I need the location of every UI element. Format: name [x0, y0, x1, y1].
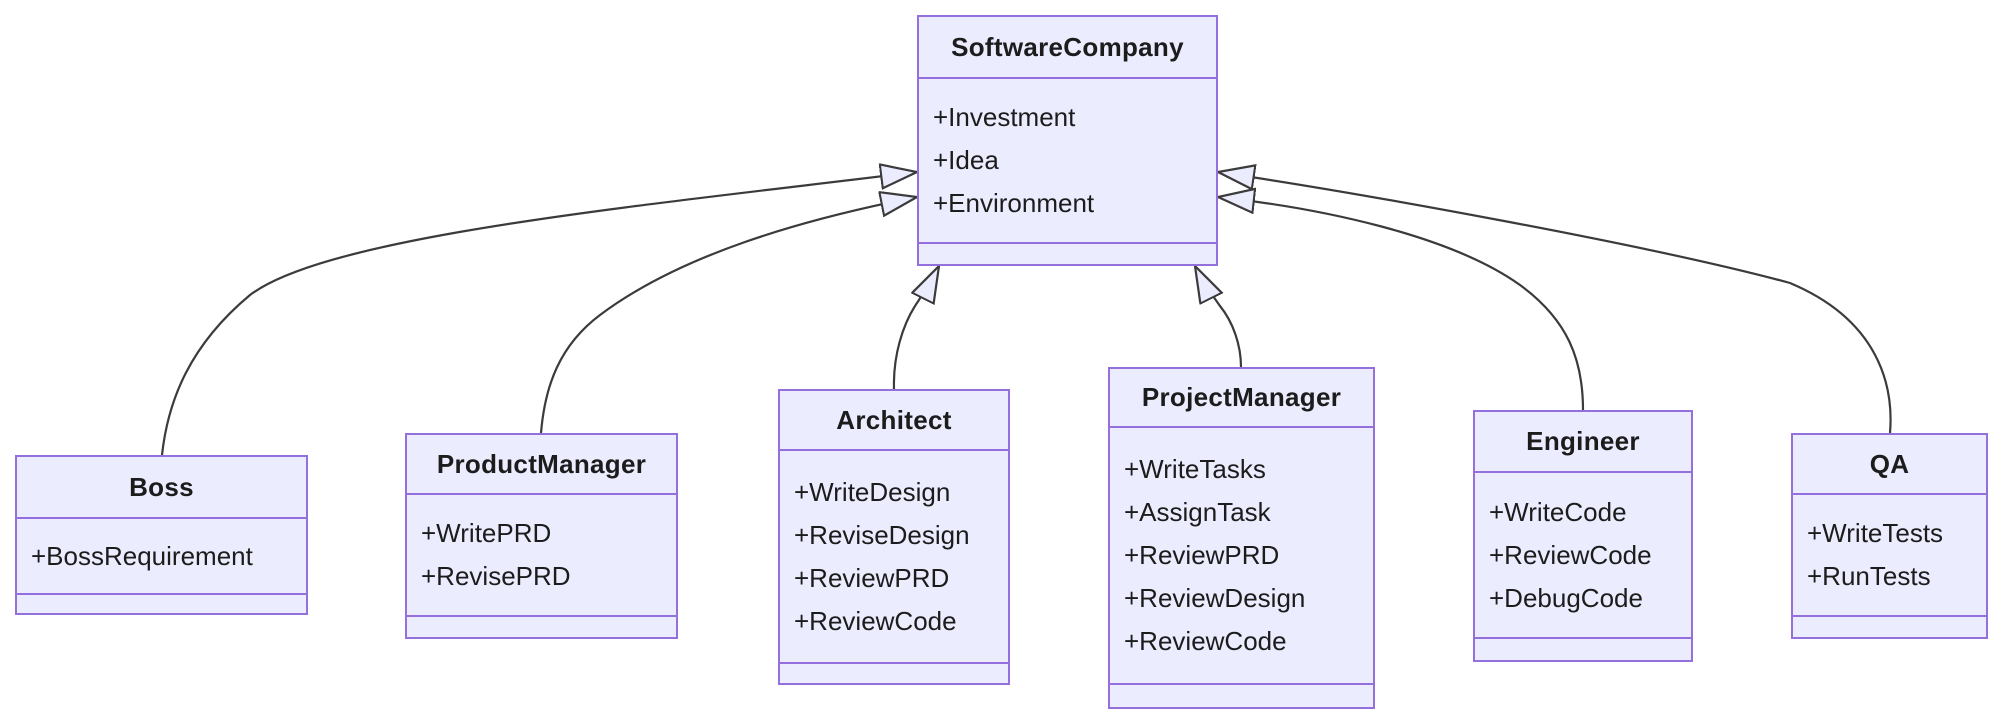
edge-productmanager-to-softwarecompany [539, 197, 917, 434]
attribute: +AssignTask [1124, 497, 1271, 527]
class-methods-empty [1793, 617, 1986, 637]
class-qa: QA +WriteTests +RunTests [1791, 433, 1988, 639]
class-methods-empty [919, 244, 1216, 264]
attribute: +ReviewCode [1124, 626, 1287, 656]
class-architect: Architect +WriteDesign +ReviseDesign +Re… [778, 389, 1010, 685]
class-boss: Boss +BossRequirement [15, 455, 308, 615]
class-attributes: +BossRequirement [17, 519, 306, 595]
edge-engineer-to-softwarecompany [1218, 197, 1585, 411]
class-attributes: +WriteDesign +ReviseDesign +ReviewPRD +R… [780, 451, 1008, 664]
edge-boss-to-softwarecompany [160, 172, 917, 456]
attribute: +WriteTests [1807, 518, 1944, 548]
edge-architect-to-softwarecompany [892, 266, 939, 390]
class-title: Architect [780, 391, 1008, 451]
edge-projectmanager-to-softwarecompany [1195, 266, 1243, 368]
attribute: +Idea [933, 145, 999, 175]
class-attributes: +WriteTests +RunTests [1793, 495, 1986, 617]
class-softwarecompany: SoftwareCompany +Investment +Idea +Envir… [917, 15, 1218, 266]
attribute: +RevisePRD [421, 561, 571, 591]
class-title: Engineer [1475, 412, 1691, 473]
attribute: +Environment [933, 188, 1095, 218]
attribute: +ReviewCode [1489, 539, 1652, 570]
class-title: Boss [17, 457, 306, 519]
class-projectmanager: ProjectManager +WriteTasks +AssignTask +… [1108, 367, 1375, 709]
class-title: SoftwareCompany [919, 17, 1216, 79]
attribute: +RunTests [1807, 561, 1931, 591]
class-title: ProductManager [407, 435, 676, 495]
attribute: +WriteCode [1489, 496, 1627, 527]
attribute: +WriteTasks [1124, 454, 1266, 484]
class-attributes: +WriteTasks +AssignTask +ReviewPRD +Revi… [1110, 428, 1373, 685]
attribute: +Investment [933, 102, 1076, 132]
class-title: ProjectManager [1110, 369, 1373, 428]
class-title: QA [1793, 435, 1986, 495]
attribute: +WriteDesign [794, 476, 951, 507]
edge-qa-to-softwarecompany [1218, 172, 1892, 434]
class-productmanager: ProductManager +WritePRD +RevisePRD [405, 433, 678, 639]
attribute: +DebugCode [1489, 582, 1643, 613]
attribute: +ReviewDesign [1124, 583, 1306, 613]
attribute: +ReviewPRD [794, 562, 950, 593]
class-methods-empty [780, 664, 1008, 683]
class-attributes: +Investment +Idea +Environment [919, 79, 1216, 244]
attribute: +ReviseDesign [794, 519, 970, 550]
attribute: +ReviewCode [794, 605, 957, 636]
class-engineer: Engineer +WriteCode +ReviewCode +DebugCo… [1473, 410, 1693, 662]
class-methods-empty [17, 595, 306, 613]
class-methods-empty [407, 617, 676, 637]
class-attributes: +WriteCode +ReviewCode +DebugCode [1475, 473, 1691, 639]
class-methods-empty [1475, 639, 1691, 660]
attribute: +WritePRD [421, 518, 552, 548]
attribute: +ReviewPRD [1124, 540, 1280, 570]
class-methods-empty [1110, 685, 1373, 707]
attribute: +BossRequirement [31, 540, 253, 571]
class-attributes: +WritePRD +RevisePRD [407, 495, 676, 617]
